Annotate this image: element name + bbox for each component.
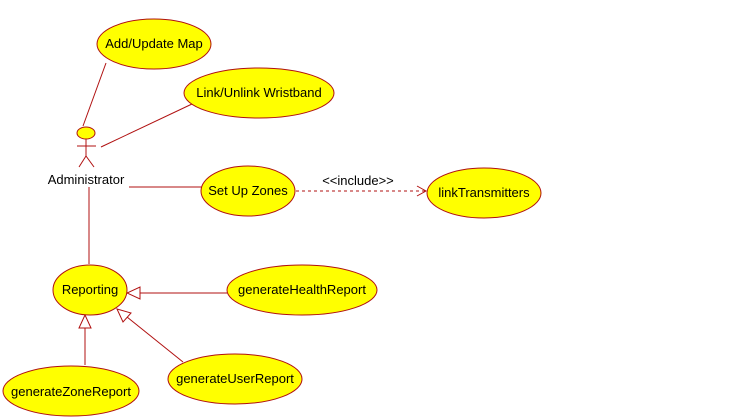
use-case-label: Add/Update Map <box>105 36 203 51</box>
use-case-link-unlink-wristband[interactable]: Link/Unlink Wristband <box>183 67 335 119</box>
use-case-link-transmitters[interactable]: linkTransmitters <box>426 167 542 219</box>
generalization-zone-report-arrowhead <box>78 313 92 329</box>
generalization-health-report-arrowhead <box>125 286 141 300</box>
use-case-reporting[interactable]: Reporting <box>52 264 128 316</box>
actor-label: Administrator <box>48 172 125 187</box>
administrator-actor <box>76 126 96 168</box>
association-admin-add-update-map <box>82 62 107 127</box>
use-case-label: linkTransmitters <box>438 185 530 200</box>
use-case-label: Reporting <box>62 282 118 297</box>
actor-right-leg <box>85 155 95 168</box>
generalization-user-report-arrowhead <box>116 308 132 323</box>
include-label: <<include>> <box>322 173 394 188</box>
use-case-generate-user-report[interactable]: generateUserReport <box>167 353 303 405</box>
use-case-label: generateZoneReport <box>11 384 131 399</box>
actor-left-leg <box>78 155 87 168</box>
generalization-user-report-line <box>126 316 184 363</box>
use-case-add-update-map[interactable]: Add/Update Map <box>96 18 212 70</box>
include-arrowhead <box>416 185 428 197</box>
actor-head <box>76 126 96 140</box>
use-case-generate-zone-report[interactable]: generateZoneReport <box>2 365 140 417</box>
use-case-label: Link/Unlink Wristband <box>196 85 321 100</box>
use-case-label: Set Up Zones <box>208 183 288 198</box>
use-case-set-up-zones[interactable]: Set Up Zones <box>200 165 296 217</box>
use-case-label: generateUserReport <box>176 371 294 386</box>
association-admin-link-unlink-wristband <box>100 103 193 148</box>
use-case-generate-health-report[interactable]: generateHealthReport <box>226 264 378 316</box>
use-case-label: generateHealthReport <box>238 282 366 297</box>
